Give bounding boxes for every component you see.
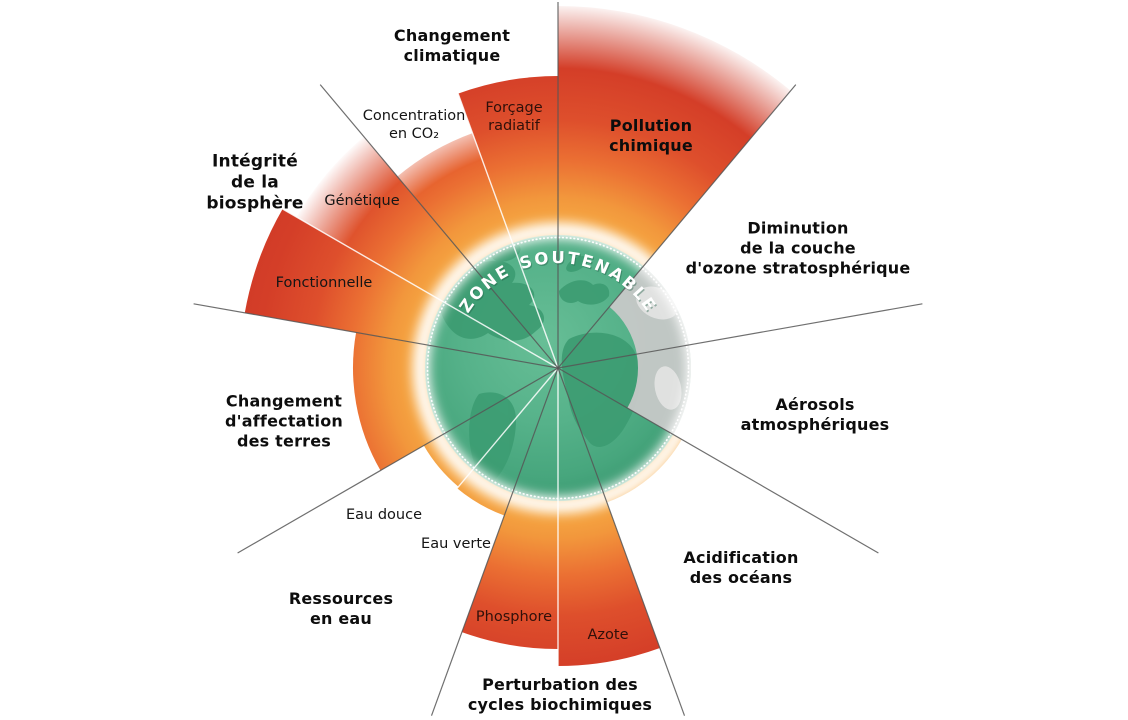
- sub-divider-lines: [282, 93, 559, 666]
- label-radiative-forcing: Forçage radiatif: [485, 100, 543, 134]
- label-water-resources: Ressources en eau: [288, 589, 394, 628]
- label-genetic: Génétique: [324, 193, 400, 210]
- label-ocean-acidification: Acidification des océans: [683, 548, 799, 587]
- label-biochemical-cycles: Perturbation des cycles biochimiques: [467, 675, 653, 714]
- label-fresh-water: Eau douce: [345, 507, 423, 524]
- label-nitrogen: Azote: [587, 627, 629, 644]
- label-co2-concentration: Concentration en CO₂: [362, 108, 466, 142]
- label-phosphorus: Phosphore: [475, 609, 553, 626]
- label-green-water: Eau verte: [421, 536, 491, 553]
- label-atmospheric-aerosols: Aérosols atmosphériques: [740, 395, 890, 434]
- label-climate-change: Changement climatique: [393, 26, 511, 65]
- label-biosphere-integrity: Intégrité de la biosphère: [206, 151, 304, 214]
- sector-boundary-lines: [193, 2, 923, 716]
- label-land-use-change: Changement d'affectation des terres: [225, 391, 343, 450]
- label-ozone-depletion: Diminution de la couche d'ozone stratosp…: [685, 218, 911, 277]
- label-functional: Fonctionnelle: [275, 275, 373, 292]
- label-chemical-pollution: Pollution chimique: [609, 116, 693, 155]
